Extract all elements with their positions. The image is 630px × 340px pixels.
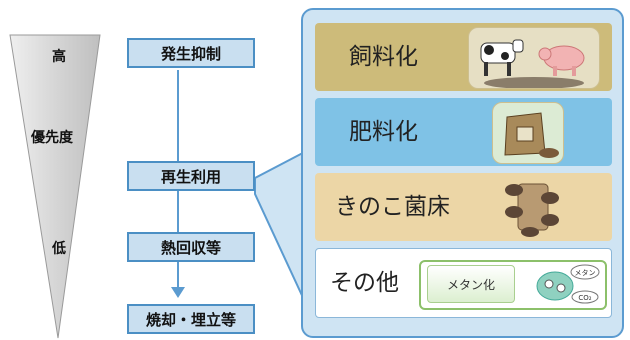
methane-label-box: メタン化: [427, 265, 515, 303]
recycling-panel: 飼料化 肥料化 きのこ菌床: [301, 8, 624, 338]
priority-low-label: 低: [52, 241, 66, 257]
funnel-triangle: [9, 34, 101, 339]
mushroom-bed-illustration: [500, 176, 560, 238]
item-feed: 飼料化: [315, 23, 612, 91]
livestock-illustration: [468, 27, 600, 89]
flow-arrow-head: [171, 287, 185, 298]
item-fertilizer: 肥料化: [315, 98, 612, 166]
item-mushroom-bed-label: きのこ菌床: [335, 194, 450, 220]
step-incineration-landfill: 焼却・埋立等: [127, 304, 255, 334]
item-mushroom-bed: きのこ菌床: [315, 173, 612, 241]
step-recycling: 再生利用: [127, 161, 255, 191]
priority-high-label: 高: [52, 49, 66, 65]
methane-label: メタン化: [446, 277, 495, 292]
fertilizer-bag-illustration: [492, 102, 564, 164]
methane-tank-icon: メタン CO₂: [536, 264, 600, 304]
priority-title: 優先度: [31, 130, 73, 146]
methane-bubble-label: メタン: [575, 268, 596, 277]
step-generation-control: 発生抑制: [127, 38, 255, 68]
step-heat-recovery: 熱回収等: [127, 232, 255, 262]
co2-bubble-label: CO₂: [578, 294, 591, 302]
item-feed-label: 飼料化: [349, 44, 418, 70]
item-other-label: その他: [330, 270, 399, 296]
item-other: その他 メタン化 メタン CO₂: [315, 248, 612, 318]
item-fertilizer-label: 肥料化: [349, 119, 418, 145]
methane-illustration: メタン化 メタン CO₂: [419, 260, 607, 310]
